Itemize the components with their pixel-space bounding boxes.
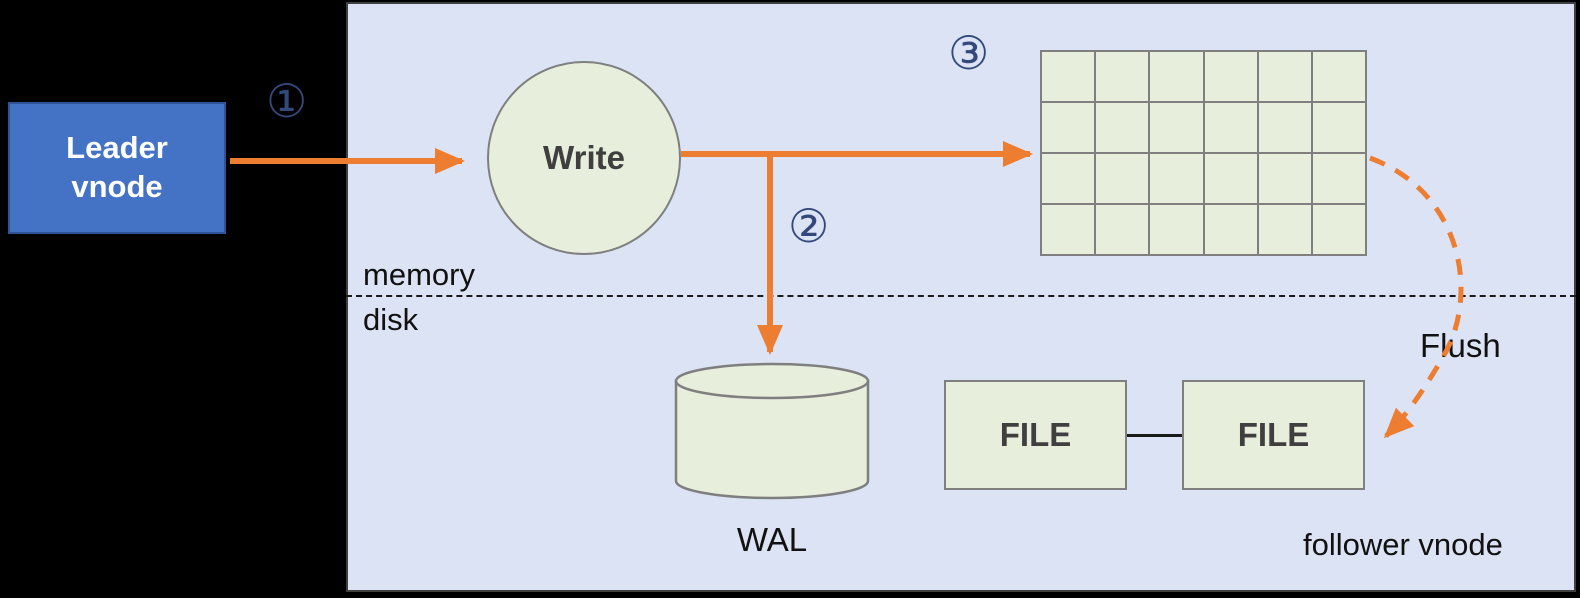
memtable-cell — [1150, 154, 1203, 203]
file-connector-line — [1127, 434, 1182, 437]
flush-label: Flush — [1420, 327, 1501, 364]
wal-label: WAL — [736, 521, 808, 558]
memtable-cell — [1042, 103, 1095, 152]
memtable-cell — [1258, 154, 1311, 203]
file-box-right: FILE — [1182, 380, 1365, 490]
step-3-marker: ③ — [948, 27, 990, 79]
memtable-cell — [1312, 154, 1365, 203]
step-2-marker: ② — [788, 200, 830, 252]
memtable-cell — [1258, 103, 1311, 152]
follower-vnode-label: follower vnode — [1303, 527, 1503, 562]
memtable-cell — [1042, 154, 1095, 203]
memory-label: memory — [363, 257, 475, 292]
memtable-cell — [1042, 52, 1095, 101]
memtable-cell — [1258, 52, 1311, 101]
memtable-cell — [1312, 52, 1365, 101]
memtable-cell — [1150, 205, 1203, 254]
memory-disk-divider — [346, 295, 1576, 297]
memtable-grid — [1040, 50, 1367, 256]
memtable-cell — [1204, 205, 1257, 254]
memtable-cell — [1096, 103, 1149, 152]
disk-label: disk — [363, 302, 419, 337]
memtable-cell — [1042, 205, 1095, 254]
memtable-cell — [1204, 52, 1257, 101]
memtable-cell — [1096, 52, 1149, 101]
memtable-cell — [1258, 205, 1311, 254]
memtable-cell — [1204, 103, 1257, 152]
memtable-cell — [1150, 103, 1203, 152]
memtable-cell — [1096, 154, 1149, 203]
leader-vnode-box: Leader vnode — [8, 102, 226, 234]
write-node: Write — [487, 61, 681, 255]
file-box-left: FILE — [944, 380, 1127, 490]
memtable-cell — [1312, 103, 1365, 152]
wal-cylinder-icon — [674, 362, 870, 500]
step-1-marker: ① — [266, 75, 308, 127]
memtable-cell — [1150, 52, 1203, 101]
memtable-cell — [1204, 154, 1257, 203]
memtable-cell — [1096, 205, 1149, 254]
memtable-cell — [1312, 205, 1365, 254]
